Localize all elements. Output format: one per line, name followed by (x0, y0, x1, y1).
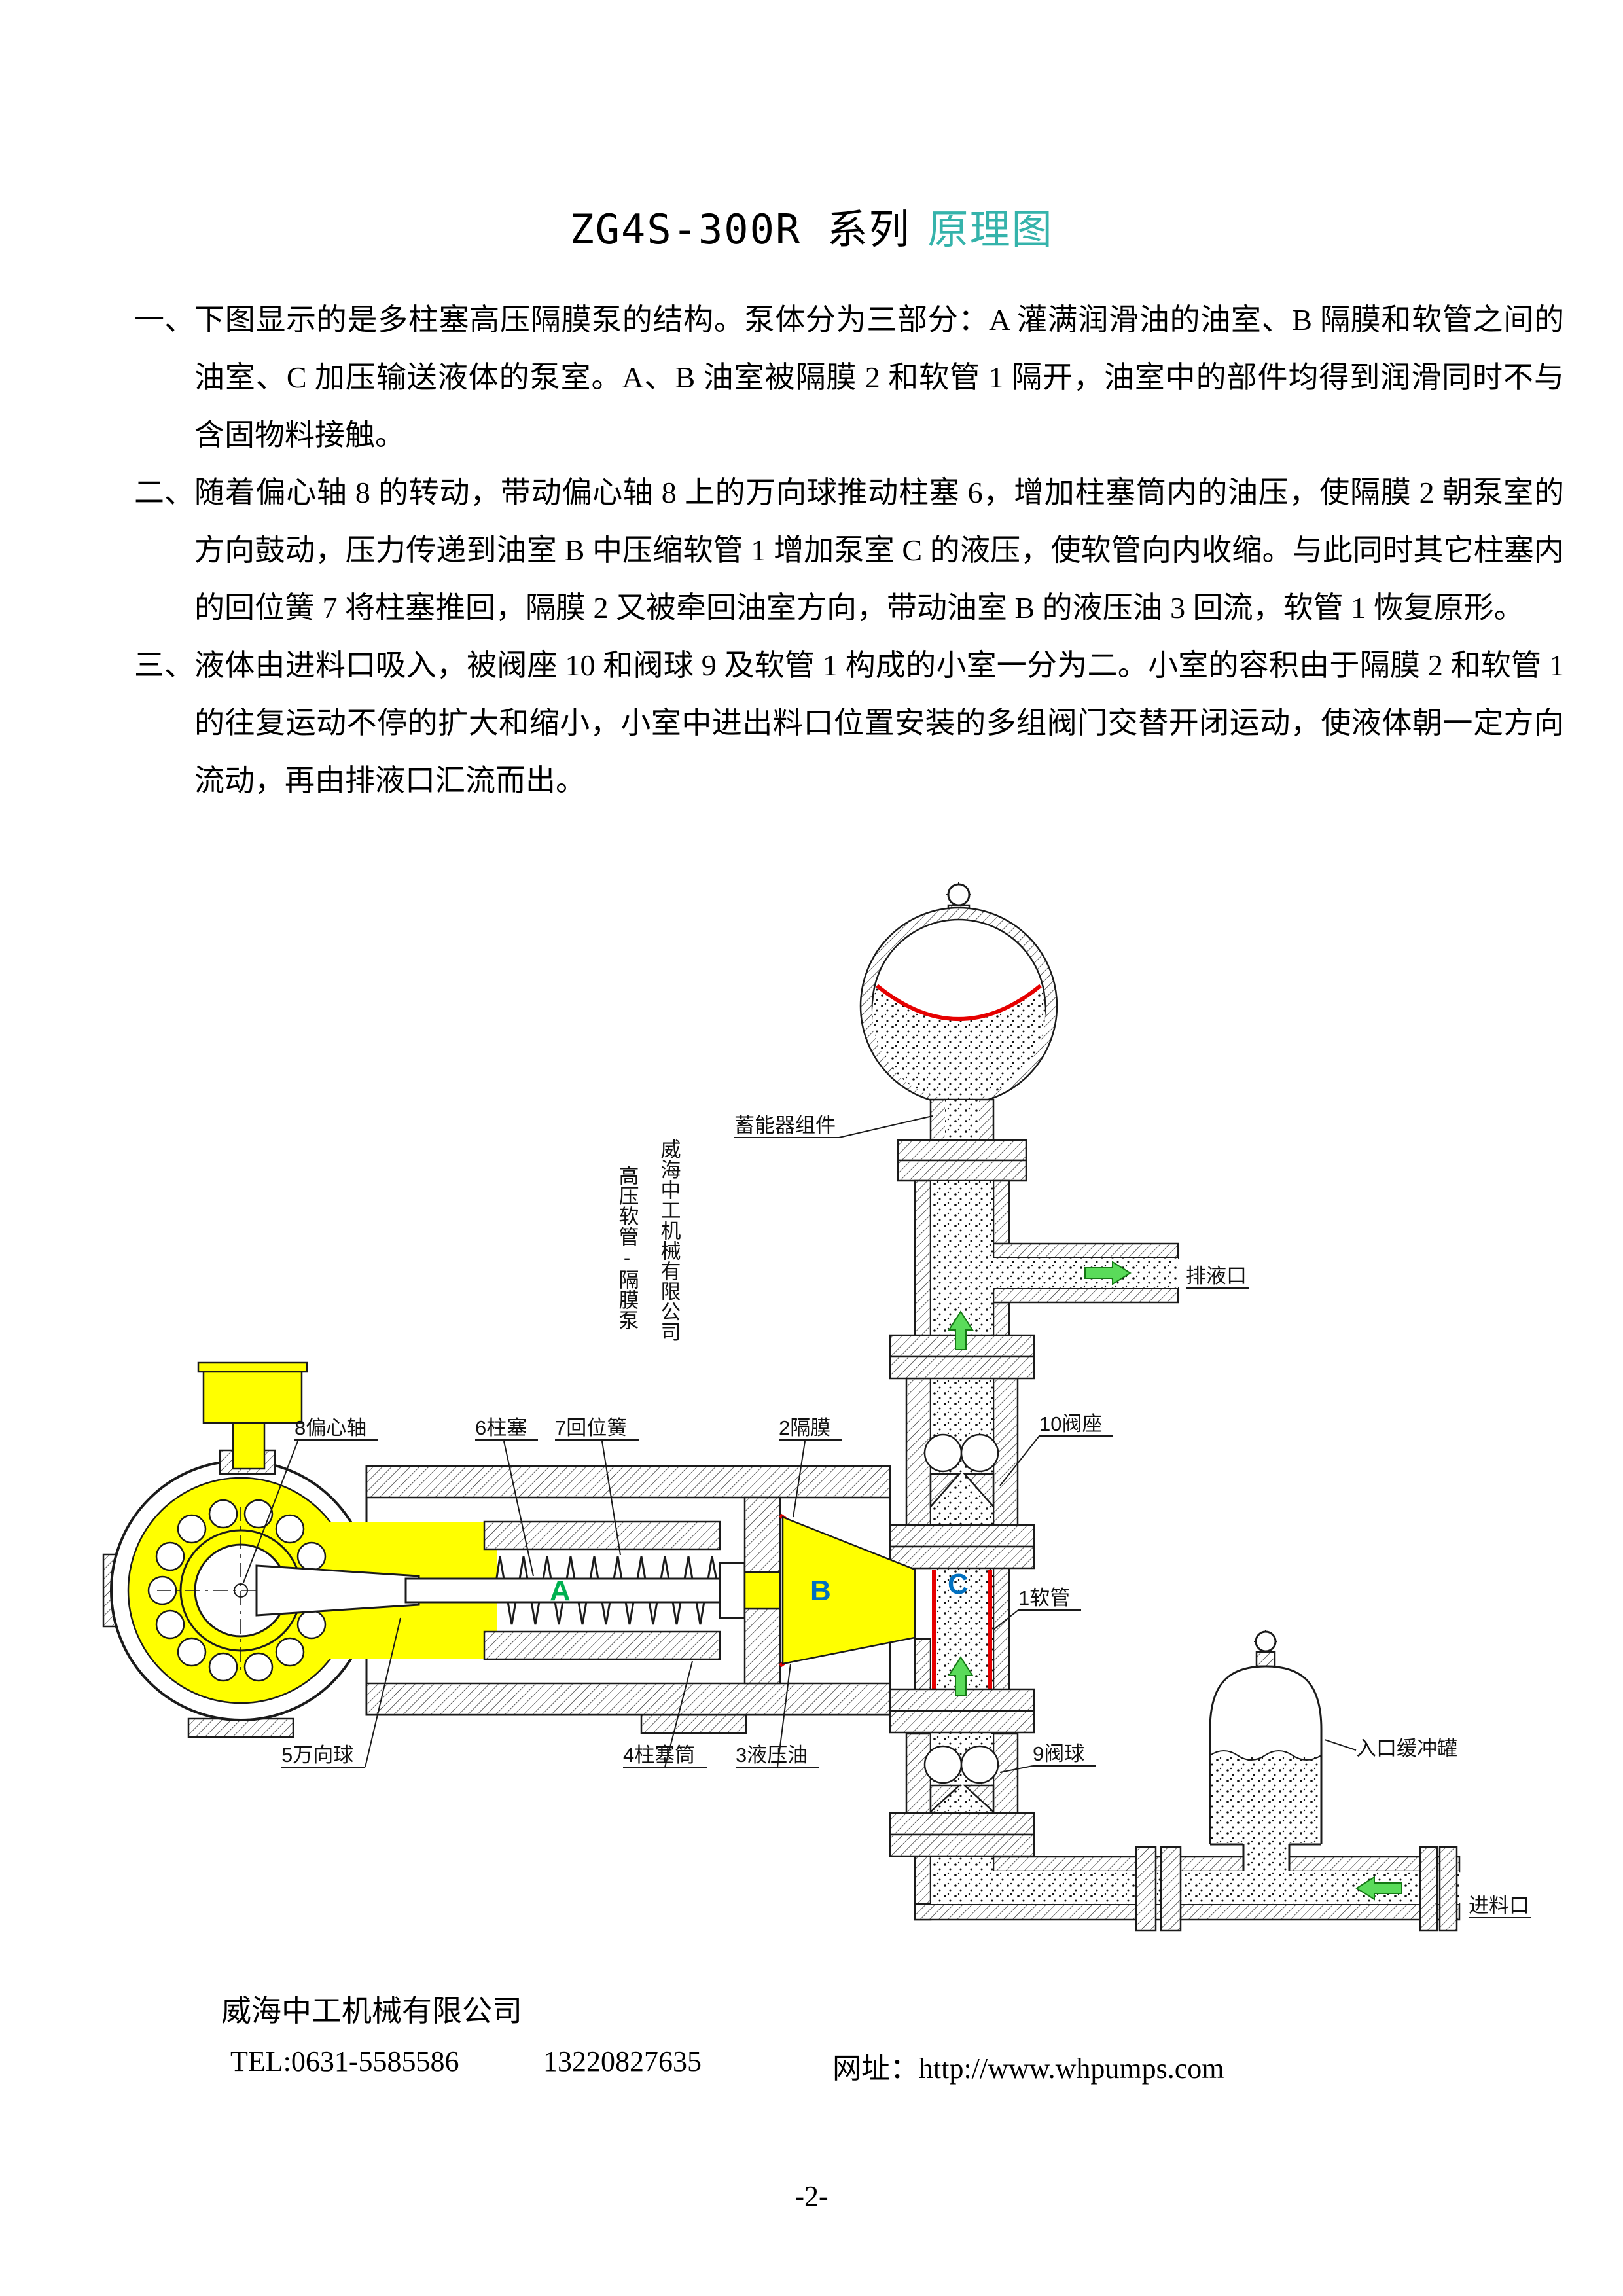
valve-ball-upper (960, 1433, 999, 1473)
footer-website: 网址：http://www.whpumps.com (832, 2053, 1224, 2085)
paragraph-1: 一、 下图显示的是多柱塞高压隔膜泵的结构。泵体分为三部分：A 灌满润滑油的油室、… (134, 291, 1564, 464)
label-inlet-port: 进料口 (1469, 1894, 1529, 1917)
paragraph-3-text: 液体由进料口吸入，被阀座 10 和阀球 9 及软管 1 构成的小室一分为二。小室… (194, 649, 1564, 797)
valve-ball-lower (960, 1745, 999, 1784)
label-chamber-a: A (550, 1575, 571, 1607)
flow-arrow-left-icon (1355, 1876, 1402, 1901)
plunger-head (719, 1562, 746, 1619)
footer-company: 威海中工机械有限公司 (221, 1994, 522, 2028)
label-part-7: 7回位簧 (555, 1416, 627, 1439)
title-main: ZG4S-300R 系列 (569, 206, 911, 253)
chamber-b-cone (781, 1516, 916, 1665)
diagram-labels: 蓄能器组件 排液口 8偏心轴 6柱塞 7回位簧 2隔膜 10阀座 1软管 9阀 (243, 1114, 1531, 1918)
label-part-2: 2隔膜 (779, 1416, 830, 1439)
label-chamber-b: B (810, 1575, 831, 1607)
flow-arrow-up-icon (948, 1656, 974, 1696)
label-part-8: 8偏心轴 (294, 1416, 366, 1439)
plunger-rod (404, 1577, 721, 1604)
page-title: ZG4S-300R 系列原理图 (0, 196, 1623, 255)
label-discharge-port: 排液口 (1186, 1265, 1247, 1287)
label-accumulator: 蓄能器组件 (734, 1114, 836, 1137)
oil-filler-cup (202, 1371, 303, 1424)
flow-arrows (948, 1261, 1402, 1901)
bearing-balls (147, 1499, 334, 1682)
footer-tel: TEL:0631-5585586 (230, 2045, 459, 2077)
liquid-level-line (1209, 1750, 1322, 1761)
label-vertical-company: 威海中工机械有限公司 (658, 1139, 681, 1342)
tank-vent-bolt-icon (1255, 1630, 1277, 1653)
paragraph-3: 三、 液体由进料口吸入，被阀座 10 和阀球 9 及软管 1 构成的小室一分为二… (134, 637, 1564, 810)
flow-arrow-right-icon (1084, 1261, 1132, 1285)
label-part-5: 5万向球 (281, 1744, 353, 1767)
paragraph-2: 二、 随着偏心轴 8 的转动，带动偏心轴 8 上的万向球推动柱塞 6，增加柱塞筒… (134, 464, 1564, 637)
accumulator-vent-bolt-icon (947, 883, 971, 906)
footer-contact-line: TEL:0631-5585586 13220827635 网址：http://w… (0, 2045, 1623, 2085)
footer-mobile: 13220827635 (543, 2045, 702, 2077)
paragraph-2-text: 随着偏心轴 8 的转动，带动偏心轴 8 上的万向球推动柱塞 6，增加柱塞筒内的油… (194, 476, 1564, 624)
label-part-9: 9阀球 (1033, 1742, 1084, 1765)
title-accent: 原理图 (927, 206, 1054, 253)
label-vertical-product: 高压软管-隔膜泵 (616, 1165, 639, 1330)
valve-column (889, 1179, 1461, 1932)
label-part-4: 4柱塞筒 (623, 1744, 695, 1767)
label-part-1: 1软管 (1018, 1587, 1070, 1609)
label-part-6: 6柱塞 (475, 1416, 527, 1439)
flow-arrow-up-icon (948, 1310, 974, 1350)
label-part-3: 3液压油 (736, 1744, 808, 1767)
label-inlet-tank: 入口缓冲罐 (1356, 1737, 1457, 1760)
valve-ball-lower (923, 1745, 963, 1784)
pump-body (102, 1361, 916, 1738)
accumulator-assembly (859, 882, 1058, 1182)
inlet-buffer-tank (1209, 1630, 1323, 1873)
pump-principle-diagram: 蓄能器组件 排液口 8偏心轴 6柱塞 7回位簧 2隔膜 10阀座 1软管 9阀 (102, 882, 1531, 1932)
body-text: 一、 下图显示的是多柱塞高压隔膜泵的结构。泵体分为三部分：A 灌满润滑油的油室、… (134, 291, 1564, 810)
valve-ball-upper (923, 1433, 963, 1473)
connecting-yoke (255, 1564, 420, 1617)
label-chamber-c: C (948, 1568, 969, 1600)
label-part-10: 10阀座 (1039, 1412, 1102, 1435)
paragraph-3-marker: 三、 (134, 649, 194, 682)
page-number: -2- (794, 2180, 829, 2212)
paragraph-1-marker: 一、 (134, 303, 194, 336)
paragraph-2-marker: 二、 (134, 476, 194, 509)
accumulator-diaphragm (876, 984, 1042, 1021)
paragraph-1-text: 下图显示的是多柱塞高压隔膜泵的结构。泵体分为三部分：A 灌满润滑油的油室、B 隔… (194, 303, 1564, 452)
